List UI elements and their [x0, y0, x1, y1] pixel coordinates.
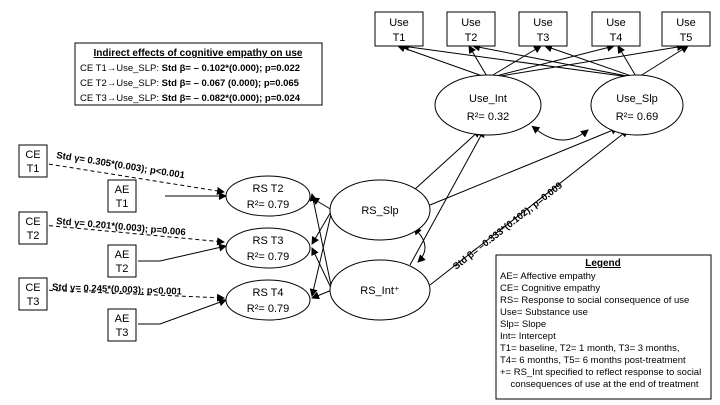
legend-line-6: Int= Intercept [500, 331, 556, 342]
covariance-rs [413, 226, 426, 263]
legend-line-5: Slp= Slope [500, 319, 546, 330]
svg-text:Use_Int: Use_Int [469, 93, 507, 105]
ae-node-t1: AE T1 [107, 179, 137, 213]
svg-text:Use_Slp: Use_Slp [616, 93, 658, 105]
rs-node-t3: RS T3 R²= 0.79 [225, 227, 311, 269]
use-slp-node: Use_Slp R²= 0.69 [590, 74, 684, 136]
svg-text:T2: T2 [465, 32, 478, 44]
svg-text:Use: Use [676, 17, 696, 29]
covariance-use [531, 125, 589, 141]
svg-text:RS T3: RS T3 [253, 235, 284, 247]
edge-ce2-rst3 [41, 224, 225, 246]
use-int-node: Use_Int R²= 0.32 [434, 74, 542, 136]
use-node-t4: Use T4 [591, 11, 641, 47]
rs-int-node: RS_Int⁺ [329, 259, 431, 321]
svg-text:Use: Use [389, 17, 409, 29]
legend-line-7: T1= baseline, T2= 1 month, T3= 3 months, [500, 343, 679, 354]
svg-text:T2: T2 [27, 230, 40, 242]
svg-text:CE: CE [25, 216, 40, 228]
svg-text:T1: T1 [116, 198, 129, 210]
indirect-effects-title: Indirect effects of cognitive empathy on… [94, 48, 303, 59]
svg-text:CE: CE [25, 149, 40, 161]
legend-line-1: AE= Affective empathy [500, 271, 596, 282]
ce-node-t2: CE T2 [18, 211, 48, 245]
legend-line-10: consequences of use at the end of treatm… [500, 379, 699, 390]
edge-ce1-rst2 [41, 162, 225, 195]
legend-line-4: Use= Substance use [500, 307, 588, 318]
svg-text:T4: T4 [610, 32, 623, 44]
svg-text:T2: T2 [116, 263, 129, 275]
svg-text:R²= 0.32: R²= 0.32 [467, 111, 510, 123]
ce-node-t3: CE T3 [18, 277, 48, 311]
edge-useslp-t3 [544, 44, 638, 79]
edge-rsint-rst3 [311, 247, 333, 291]
edge-useint-t1 [397, 44, 489, 79]
path-label-ce2: Std γ= 0.201*(0.003); p=0.006 [56, 216, 186, 238]
svg-text:T1: T1 [27, 163, 40, 175]
use-node-t5: Use T5 [661, 11, 711, 47]
edge-ce3-rst4 [41, 289, 225, 302]
legend-line-3: RS= Response to social consequence of us… [500, 295, 689, 306]
edge-useslp-t5 [636, 45, 689, 79]
svg-text:AE: AE [115, 249, 130, 261]
indirect-row-1: CE T1→Use_SLP: Std β= – 0.102*(0.000); p… [80, 63, 300, 74]
svg-text:Use: Use [461, 17, 481, 29]
indirect-row-3: CE T3→Use_SLP: Std β= – 0.082*(0.000); p… [80, 93, 301, 104]
rs-slp-node: RS_Slp [329, 179, 431, 241]
edge-ae2-rst3 [138, 243, 227, 262]
svg-text:R²= 0.79: R²= 0.79 [247, 199, 290, 211]
svg-text:AE: AE [115, 184, 130, 196]
svg-text:T5: T5 [680, 32, 693, 44]
path-label-ce3: Std γ= 0.245*(0.003); p<0.001 [52, 282, 183, 298]
svg-text:T3: T3 [27, 296, 40, 308]
svg-text:RS_Slp: RS_Slp [361, 205, 398, 217]
ae-node-t3: AE T3 [107, 308, 137, 342]
indirect-row-2: CE T2→Use_SLP: Std β= – 0.067 (0.000); p… [80, 78, 300, 89]
edge-rsint-rst2 [309, 193, 333, 291]
edge-useslp-t2 [472, 43, 638, 79]
rs-node-t2: RS T2 R²= 0.79 [225, 175, 311, 217]
edge-useint-t4 [487, 43, 615, 79]
edge-useint-t3 [487, 45, 542, 79]
svg-text:T1: T1 [393, 32, 406, 44]
ce-node-t1: CE T1 [18, 144, 48, 178]
edge-rsslp-useint [413, 129, 481, 191]
use-node-t1: Use T1 [374, 11, 424, 47]
legend-title: Legend [585, 258, 621, 269]
svg-text:RS T2: RS T2 [253, 183, 284, 195]
edge-rsslp-useslp [429, 126, 619, 206]
edge-rsint-rst4 [311, 289, 333, 300]
indirect-effects-box: Indirect effects of cognitive empathy on… [74, 42, 323, 106]
svg-text:R²= 0.79: R²= 0.79 [247, 303, 290, 315]
edge-rsint-useslp [429, 129, 629, 286]
path-label-ce1: Std γ= 0.305*(0.003); p<0.001 [56, 150, 187, 181]
svg-text:T3: T3 [537, 32, 550, 44]
edge-useslp-t1 [401, 42, 638, 79]
edge-ae3-rst4 [138, 298, 227, 325]
legend-line-2: CE= Cognitive empathy [500, 283, 600, 294]
use-node-t3: Use T3 [518, 11, 568, 47]
legend-box: Legend AE= Affective empathy CE= Cogniti… [495, 254, 712, 400]
legend-line-9: += RS_Int specified to reflect response … [500, 367, 701, 378]
edge-rsslp-rst4 [309, 209, 333, 297]
svg-text:R²= 0.79: R²= 0.79 [247, 251, 290, 263]
edge-rsslp-rst3 [311, 209, 333, 245]
svg-text:RS T4: RS T4 [253, 287, 284, 299]
use-node-t2: Use T2 [446, 11, 496, 47]
rs-node-t4: RS T4 R²= 0.79 [225, 279, 311, 321]
legend-line-8: T4= 6 months, T5= 6 months post-treatmen… [500, 355, 686, 366]
svg-text:T3: T3 [116, 327, 129, 339]
svg-text:AE: AE [115, 313, 130, 325]
edge-useslp-t4 [617, 45, 638, 79]
svg-text:RS_Int⁺: RS_Int⁺ [360, 285, 400, 297]
svg-text:R²= 0.69: R²= 0.69 [616, 111, 659, 123]
edge-useint-t2 [468, 45, 489, 79]
svg-text:CE: CE [25, 282, 40, 294]
svg-text:Use: Use [606, 17, 626, 29]
ae-node-t2: AE T2 [107, 244, 137, 278]
edges [41, 42, 689, 325]
svg-text:Use: Use [533, 17, 553, 29]
edge-useint-t5 [487, 43, 685, 79]
